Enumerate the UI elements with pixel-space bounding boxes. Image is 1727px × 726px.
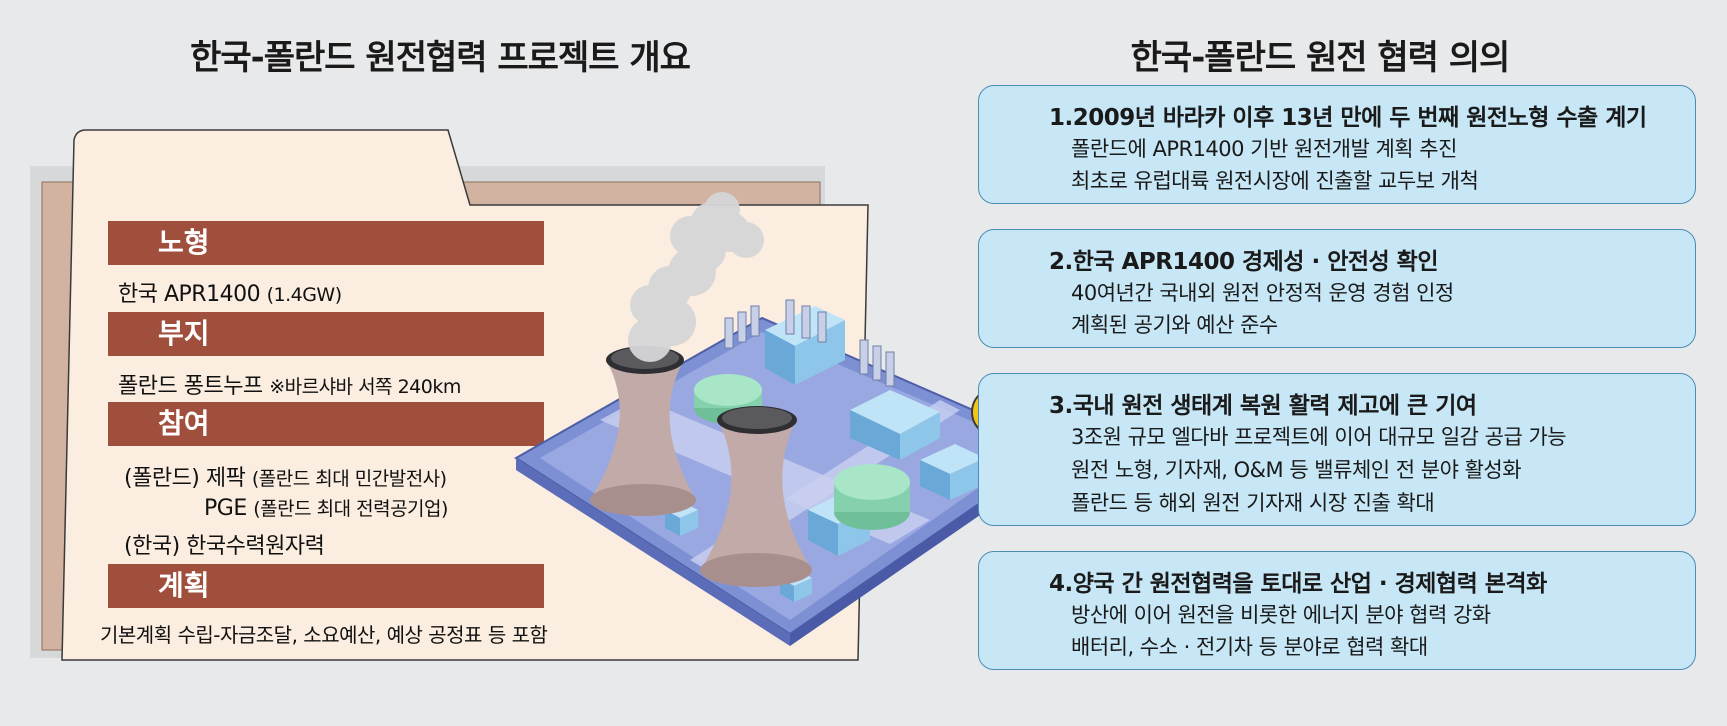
- participant-note: (폴란드 최대 전력공기업): [253, 498, 448, 520]
- significance-heading: 2.한국 APR1400 경제성 · 안전성 확인: [1049, 249, 1439, 275]
- significance-heading: 4.양국 간 원전협력을 토대로 산업 · 경제협력 본격화: [1049, 571, 1547, 597]
- participant-name: (한국) 한국수력원자력: [124, 534, 325, 559]
- reactor-note: (1.4GW): [266, 284, 343, 306]
- significance-line: 40여년간 국내외 원전 안정적 운영 경험 인정: [1071, 281, 1454, 305]
- steam-cloud: [628, 192, 764, 362]
- significance-heading: 1.2009년 바라카 이후 13년 만에 두 번째 원전노형 수출 계기: [1049, 105, 1647, 131]
- reactor-info: 한국 APR1400 (1.4GW): [118, 276, 342, 308]
- cooling-tower: [590, 346, 696, 516]
- participant-row: (한국) 한국수력원자력: [124, 528, 325, 560]
- significance-line: 방산에 이어 원전을 비롯한 에너지 분야 협력 강화: [1071, 603, 1491, 627]
- significance-box: 2.한국 APR1400 경제성 · 안전성 확인 40여년간 국내외 원전 안…: [978, 229, 1696, 348]
- site-section-bar: 부지: [108, 312, 544, 356]
- storage-tank: [834, 464, 910, 530]
- significance-box: 1.2009년 바라카 이후 13년 만에 두 번째 원전노형 수출 계기 폴란…: [978, 85, 1696, 204]
- storage-tank: [694, 374, 762, 424]
- significance-title: 한국-폴란드 원전 협력 의의: [1130, 38, 1511, 78]
- plan-section-bar: 계획: [108, 564, 544, 608]
- significance-heading: 3.국내 원전 생태계 복원 활력 제고에 큰 기여: [1049, 393, 1477, 419]
- significance-line: 계획된 공기와 예산 준수: [1071, 313, 1278, 337]
- building: [920, 444, 985, 500]
- significance-box: 3.국내 원전 생태계 복원 활력 제고에 큰 기여 3조원 규모 엘다바 프로…: [978, 373, 1696, 526]
- building: [665, 502, 698, 536]
- significance-line: 폴란드에 APR1400 기반 원전개발 계획 추진: [1071, 137, 1457, 161]
- building: [765, 306, 845, 385]
- building: [850, 390, 940, 460]
- significance-line: 3조원 규모 엘다바 프로젝트에 이어 대규모 일감 공급 가능: [1071, 425, 1567, 449]
- participant-row: (폴란드) 제팍 (폴란드 최대 민간발전사): [124, 460, 447, 492]
- significance-line: 배터리, 수소 · 전기차 등 분야로 협력 확대: [1071, 635, 1428, 659]
- overview-title: 한국-폴란드 원전협력 프로젝트 개요: [190, 38, 691, 78]
- site-note: ※바르샤바 서쪽 240km: [269, 376, 461, 398]
- participant-name: PGE: [204, 496, 247, 521]
- significance-line: 폴란드 등 해외 원전 기자재 시장 진출 확대: [1071, 491, 1435, 515]
- participant-row: PGE (폴란드 최대 전력공기업): [204, 494, 448, 521]
- building: [808, 494, 870, 556]
- site-info: 폴란드 퐁트누프 ※바르샤바 서쪽 240km: [118, 368, 461, 400]
- participant-note: (폴란드 최대 민간발전사): [251, 468, 447, 490]
- participants-section-bar: 참여: [108, 402, 544, 446]
- cooling-tower: [700, 406, 812, 587]
- significance-line: 최초로 유럽대륙 원전시장에 진출할 교두보 개척: [1071, 169, 1479, 193]
- significance-box: 4.양국 간 원전협력을 토대로 산업 · 경제협력 본격화 방산에 이어 원전…: [978, 551, 1696, 670]
- plan-info: 기본계획 수립-자금조달, 소요예산, 예상 공정표 등 포함: [100, 623, 548, 647]
- building: [780, 570, 812, 602]
- site-main: 폴란드 퐁트누프: [118, 374, 263, 399]
- participant-name: (폴란드) 제팍: [124, 466, 246, 491]
- reactor-main: 한국 APR1400: [118, 282, 261, 307]
- significance-line: 원전 노형, 기자재, O&M 등 밸류체인 전 분야 활성화: [1071, 458, 1522, 482]
- reactor-section-bar: 노형: [108, 221, 544, 265]
